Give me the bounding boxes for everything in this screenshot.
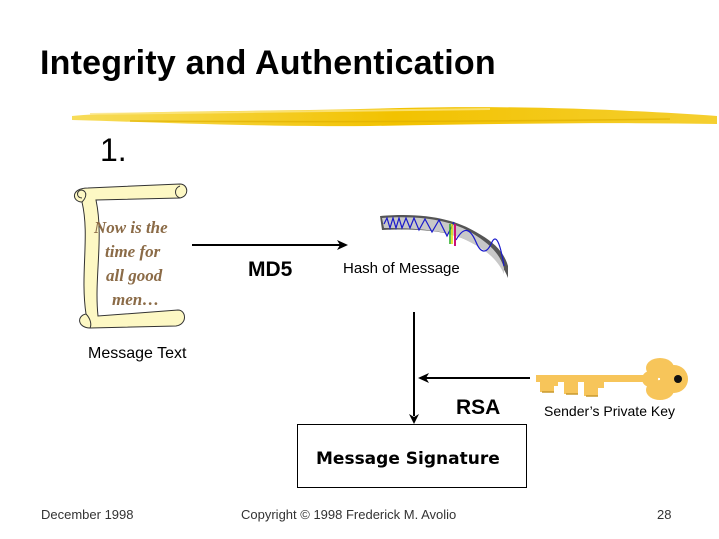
slide-title: Integrity and Authentication [40, 44, 496, 82]
hash-down-arrow-head [409, 414, 419, 424]
message-text-label: Message Text [88, 345, 187, 362]
message-signature-label: Message Signature [316, 449, 500, 469]
hash-waveform-icon [380, 214, 508, 278]
title-underline-brush [72, 107, 717, 127]
scroll-line-1: Now is the [93, 218, 168, 237]
senders-private-key-label: Sender’s Private Key [544, 403, 675, 419]
scroll-line-4: men… [112, 290, 159, 309]
private-key-icon [536, 358, 688, 400]
scroll-line-3: all good [106, 266, 163, 285]
key-arrow-head [418, 373, 429, 383]
footer-copyright: Copyright © 1998 Frederick M. Avolio [241, 507, 457, 522]
scroll-line-2: time for [105, 242, 161, 261]
footer-page-number: 28 [657, 507, 672, 522]
rsa-label: RSA [456, 396, 501, 419]
md5-arrow-head [337, 240, 348, 250]
message-scroll-icon: Now is the time for all good men… [74, 183, 188, 329]
hash-of-message-label: Hash of Message [343, 260, 460, 277]
footer-date: December 1998 [41, 507, 134, 522]
step-number: 1. [100, 132, 127, 168]
md5-label: MD5 [248, 258, 293, 281]
message-signature-box [297, 424, 527, 488]
